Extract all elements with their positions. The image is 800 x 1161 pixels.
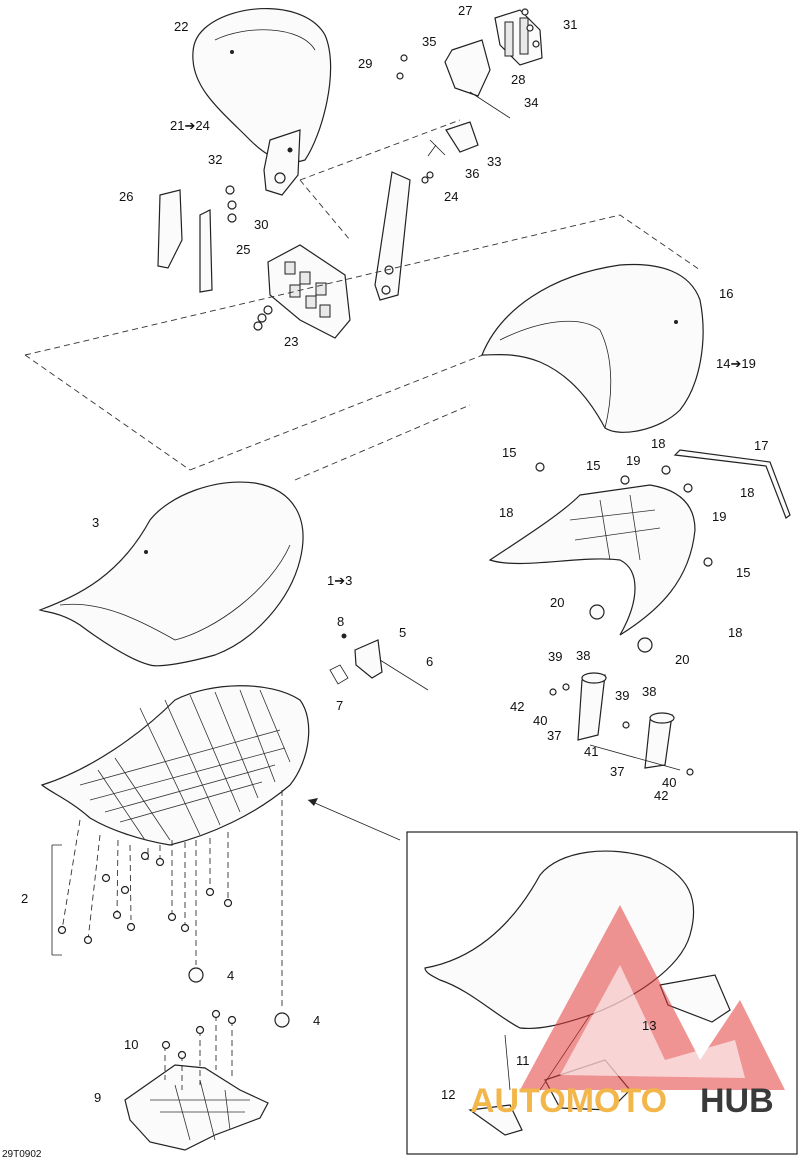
callout-label: 27 bbox=[458, 3, 472, 18]
hinge-assembly bbox=[396, 8, 543, 184]
grab-bar bbox=[673, 449, 791, 519]
callout-label: 35 bbox=[422, 34, 436, 49]
support-posts bbox=[549, 672, 694, 776]
callout-label: 32 bbox=[208, 152, 222, 167]
callout-label: 7 bbox=[336, 698, 343, 713]
assembly-arrow bbox=[307, 799, 401, 841]
callout-label: 17 bbox=[754, 438, 768, 453]
detail-inset-frame bbox=[406, 831, 798, 1155]
callout-label: 41 bbox=[584, 744, 598, 759]
callout-label: 2 bbox=[21, 891, 28, 906]
callout-label: 23 bbox=[284, 334, 298, 349]
callout-label: 36 bbox=[465, 166, 479, 181]
callout-label: 4 bbox=[227, 968, 234, 983]
callout-label: 8 bbox=[337, 614, 344, 629]
callout-label: 21➔24 bbox=[170, 118, 210, 133]
seat-pan-frame bbox=[40, 685, 310, 846]
callout-label: 24 bbox=[444, 189, 458, 204]
callout-label: 42 bbox=[654, 788, 668, 803]
side-brackets bbox=[157, 185, 237, 293]
seat-fasteners bbox=[51, 790, 290, 1028]
callout-label: 31 bbox=[563, 17, 577, 32]
callout-label: 20 bbox=[675, 652, 689, 667]
callout-label: 19 bbox=[626, 453, 640, 468]
passenger-seat-base bbox=[488, 462, 713, 653]
callout-label: 13 bbox=[642, 1018, 656, 1033]
callout-label: 29 bbox=[358, 56, 372, 71]
headrest-bracket bbox=[263, 129, 301, 196]
arrow-head bbox=[308, 798, 318, 806]
callout-label: 4 bbox=[313, 1013, 320, 1028]
callout-label: 39 bbox=[548, 649, 562, 664]
dashed-assembly-outline bbox=[24, 119, 701, 481]
passenger-seat-cover bbox=[481, 263, 704, 433]
callout-label: 1➔3 bbox=[327, 573, 352, 588]
watermark-word-part1: AUTOMOTO bbox=[470, 1082, 667, 1120]
headrest-strap bbox=[374, 171, 411, 301]
callout-label: 28 bbox=[511, 72, 525, 87]
callout-label: 6 bbox=[426, 654, 433, 669]
headrest-cushion bbox=[192, 8, 332, 163]
callout-label: 37 bbox=[547, 728, 561, 743]
callout-label: 3 bbox=[92, 515, 99, 530]
bottom-plate bbox=[124, 1009, 269, 1151]
driver-seat-cover bbox=[38, 481, 304, 667]
callout-label: 25 bbox=[236, 242, 250, 257]
watermark-word-part2: HUB bbox=[700, 1082, 774, 1120]
callout-label: 38 bbox=[642, 684, 656, 699]
callout-label: 11 bbox=[516, 1053, 530, 1068]
back-plate bbox=[253, 244, 351, 339]
callout-label: 14➔19 bbox=[716, 356, 756, 371]
callout-label: 38 bbox=[576, 648, 590, 663]
callout-label: 19 bbox=[712, 509, 726, 524]
callout-label: 30 bbox=[254, 217, 268, 232]
callout-label: 18 bbox=[728, 625, 742, 640]
drawing-code: 29T0902 bbox=[2, 1149, 42, 1160]
callout-label: 33 bbox=[487, 154, 501, 169]
callout-label: 39 bbox=[615, 688, 629, 703]
callout-label: 40 bbox=[533, 713, 547, 728]
callout-label: 9 bbox=[94, 1090, 101, 1105]
watermark-logo bbox=[520, 905, 785, 1090]
callout-label: 18 bbox=[651, 436, 665, 451]
callout-label: 40 bbox=[662, 775, 676, 790]
callout-label: 15 bbox=[736, 565, 750, 580]
callout-label: 34 bbox=[524, 95, 538, 110]
callout-label: 10 bbox=[124, 1037, 138, 1052]
callout-label: 16 bbox=[719, 286, 733, 301]
callout-label: 15 bbox=[502, 445, 516, 460]
latch-parts bbox=[329, 633, 429, 691]
callout-label: 22 bbox=[174, 19, 188, 34]
callout-label: 5 bbox=[399, 625, 406, 640]
callout-label: 20 bbox=[550, 595, 564, 610]
callout-label: 15 bbox=[586, 458, 600, 473]
callout-label: 42 bbox=[510, 699, 524, 714]
callout-label: 18 bbox=[499, 505, 513, 520]
callout-label: 18 bbox=[740, 485, 754, 500]
callout-label: 26 bbox=[119, 189, 133, 204]
callout-label: 37 bbox=[610, 764, 624, 779]
callout-label: 12 bbox=[441, 1087, 455, 1102]
